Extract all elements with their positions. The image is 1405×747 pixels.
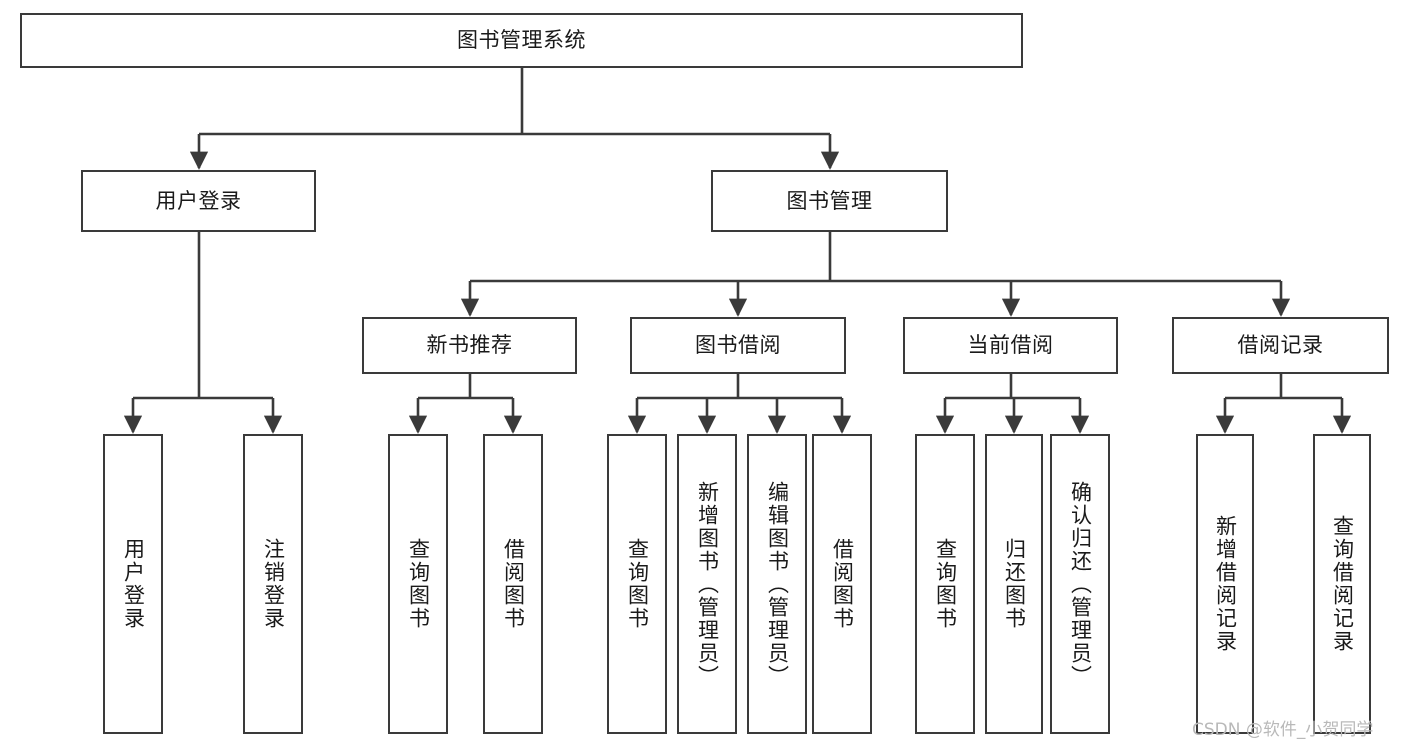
- node-root[interactable]: 图书管理系统: [20, 13, 1023, 68]
- node-label: 图书管理系统: [457, 28, 586, 53]
- node-label: 用户登录: [121, 538, 146, 630]
- node-label: 新书推荐: [426, 333, 513, 358]
- node-label: 用户登录: [155, 188, 242, 213]
- node-leaf-bw-edit[interactable]: 编辑图书（管理员）: [747, 434, 807, 734]
- node-leaf-bw-query[interactable]: 查询图书: [607, 434, 667, 734]
- node-label: 图书借阅: [695, 333, 781, 358]
- node-leaf-nb-query[interactable]: 查询图书: [388, 434, 448, 734]
- node-leaf-rc-query[interactable]: 查询借阅记录: [1313, 434, 1371, 734]
- node-label: 借阅记录: [1237, 333, 1324, 358]
- node-leaf-bw-add[interactable]: 新增图书（管理员）: [677, 434, 737, 734]
- node-label: 编辑图书（管理员）: [765, 480, 790, 688]
- node-label: 图书管理: [786, 188, 873, 213]
- node-login[interactable]: 用户登录: [81, 170, 316, 232]
- node-label: 查询图书: [406, 538, 431, 630]
- node-borrow[interactable]: 图书借阅: [630, 317, 846, 374]
- node-label: 归还图书: [1002, 538, 1027, 630]
- node-label: 查询图书: [933, 538, 958, 630]
- node-leaf-cu-query[interactable]: 查询图书: [915, 434, 975, 734]
- node-label: 新增图书（管理员）: [695, 480, 720, 688]
- node-bookmgmt[interactable]: 图书管理: [711, 170, 948, 232]
- node-leaf-user-logout[interactable]: 注销登录: [243, 434, 303, 734]
- node-leaf-cu-confirm[interactable]: 确认归还（管理员）: [1050, 434, 1110, 734]
- node-label: 确认归还（管理员）: [1068, 480, 1093, 688]
- node-label: 当前借阅: [967, 333, 1054, 358]
- node-label: 借阅图书: [830, 538, 855, 630]
- node-leaf-nb-borrow[interactable]: 借阅图书: [483, 434, 543, 734]
- node-label: 查询借阅记录: [1330, 515, 1355, 653]
- node-label: 查询图书: [625, 538, 650, 630]
- node-leaf-cu-return[interactable]: 归还图书: [985, 434, 1043, 734]
- node-leaf-rc-add[interactable]: 新增借阅记录: [1196, 434, 1254, 734]
- node-label: 借阅图书: [501, 538, 526, 630]
- node-leaf-user-login[interactable]: 用户登录: [103, 434, 163, 734]
- node-current[interactable]: 当前借阅: [903, 317, 1118, 374]
- node-leaf-bw-borrow[interactable]: 借阅图书: [812, 434, 872, 734]
- node-label: 注销登录: [261, 538, 286, 630]
- node-label: 新增借阅记录: [1213, 515, 1238, 653]
- node-newbook[interactable]: 新书推荐: [362, 317, 577, 374]
- node-records[interactable]: 借阅记录: [1172, 317, 1389, 374]
